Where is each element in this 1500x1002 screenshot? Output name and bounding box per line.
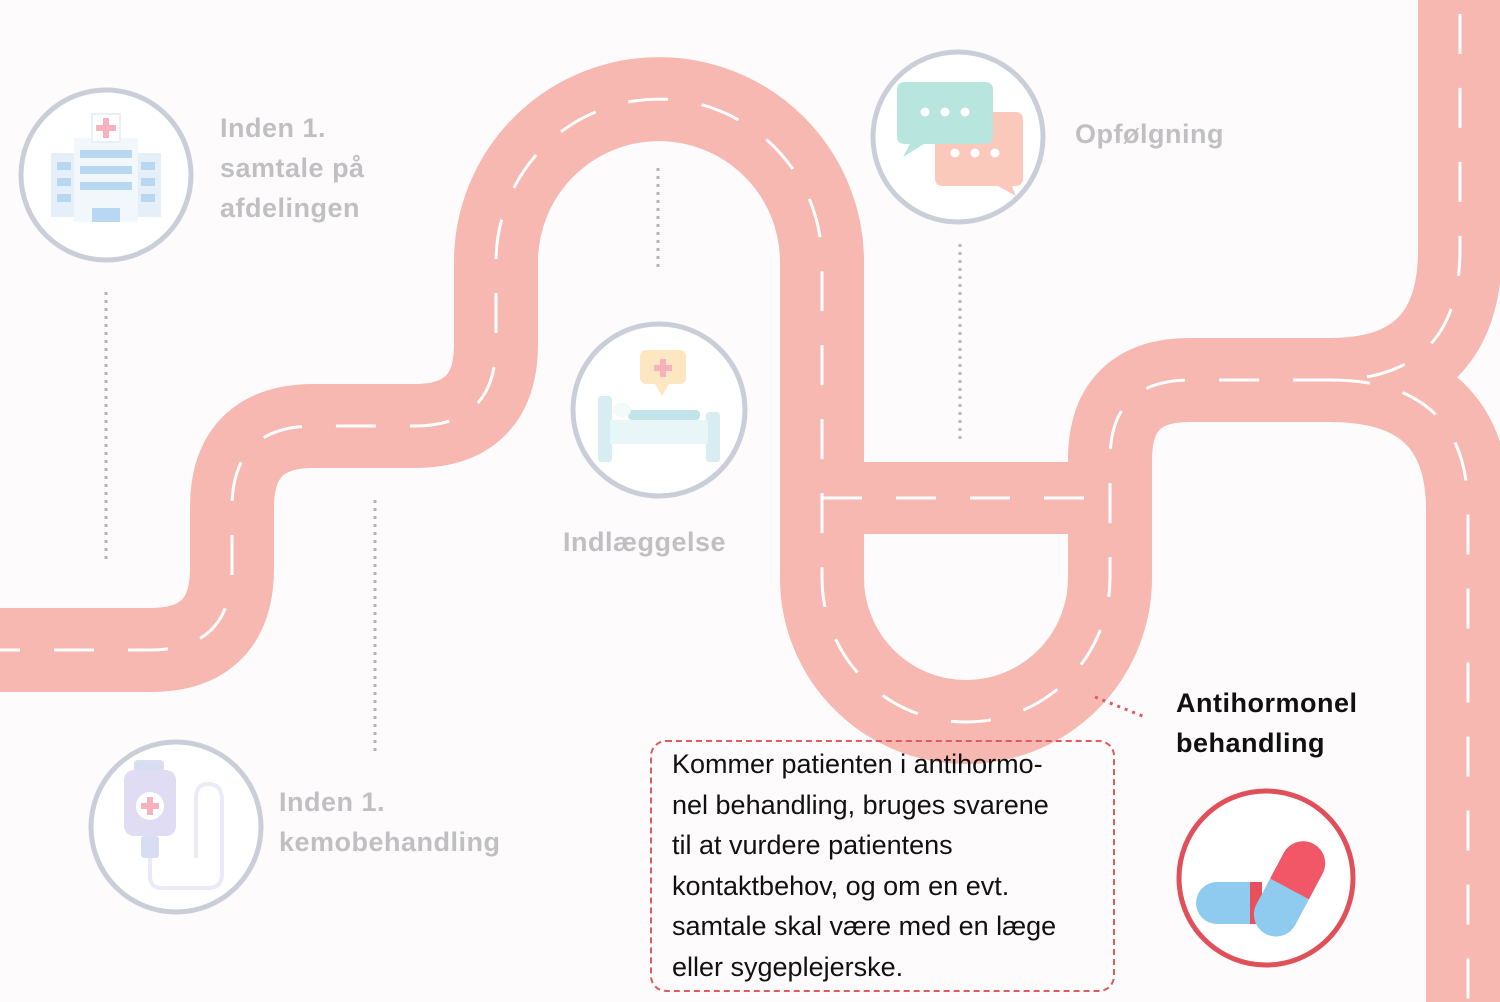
note-line: Kommer patienten i antihormo- (672, 749, 1043, 779)
note-line: til at vurdere patientens (672, 830, 953, 860)
label-line: Antihormonel (1176, 688, 1358, 718)
stage-follow-up (870, 49, 1046, 225)
label-admission: Indlæggelse (563, 522, 726, 562)
label-follow-up: Opfølgning (1075, 114, 1224, 154)
label-line: kemobehandling (279, 827, 501, 857)
iv-drip-bag-icon (124, 760, 224, 890)
label-antihormonal: Antihormonel behandling (1176, 683, 1358, 763)
label-first-conversation: Inden 1. samtale på afdelingen (220, 108, 365, 228)
label-line: samtale på (220, 153, 365, 183)
note-line: samtale skal være med en læge (672, 911, 1057, 941)
stage-antihormonal (1176, 788, 1356, 968)
chat-bubbles-icon (897, 82, 1023, 196)
note-line: eller sygeplejerske. (672, 951, 904, 982)
label-line: Indlæggelse (563, 527, 727, 557)
label-line: Inden 1. (220, 113, 327, 143)
label-first-chemo: Inden 1. kemobehandling (279, 782, 501, 862)
dotted-connectors (104, 168, 1146, 752)
label-line: afdelingen (220, 193, 361, 223)
connector-antihormonal (1094, 695, 1146, 719)
stage-first-chemo (88, 739, 264, 915)
hospital-building-icon (51, 113, 161, 222)
stage-first-conversation (18, 87, 194, 263)
hospital-bed-icon (598, 350, 720, 462)
stage-admission (570, 321, 748, 499)
pill-capsules-icon (1196, 841, 1326, 937)
label-line: Opfølgning (1075, 119, 1224, 149)
label-line: behandling (1176, 728, 1325, 758)
note-line: kontaktbehov, og om en evt. (672, 870, 1010, 901)
label-line: Inden 1. (279, 787, 386, 817)
antihormonal-explanation-note: Kommer patienten i antihormo- nel behand… (650, 740, 1115, 992)
note-line: nel behandling, bruges svarene (672, 789, 1049, 820)
